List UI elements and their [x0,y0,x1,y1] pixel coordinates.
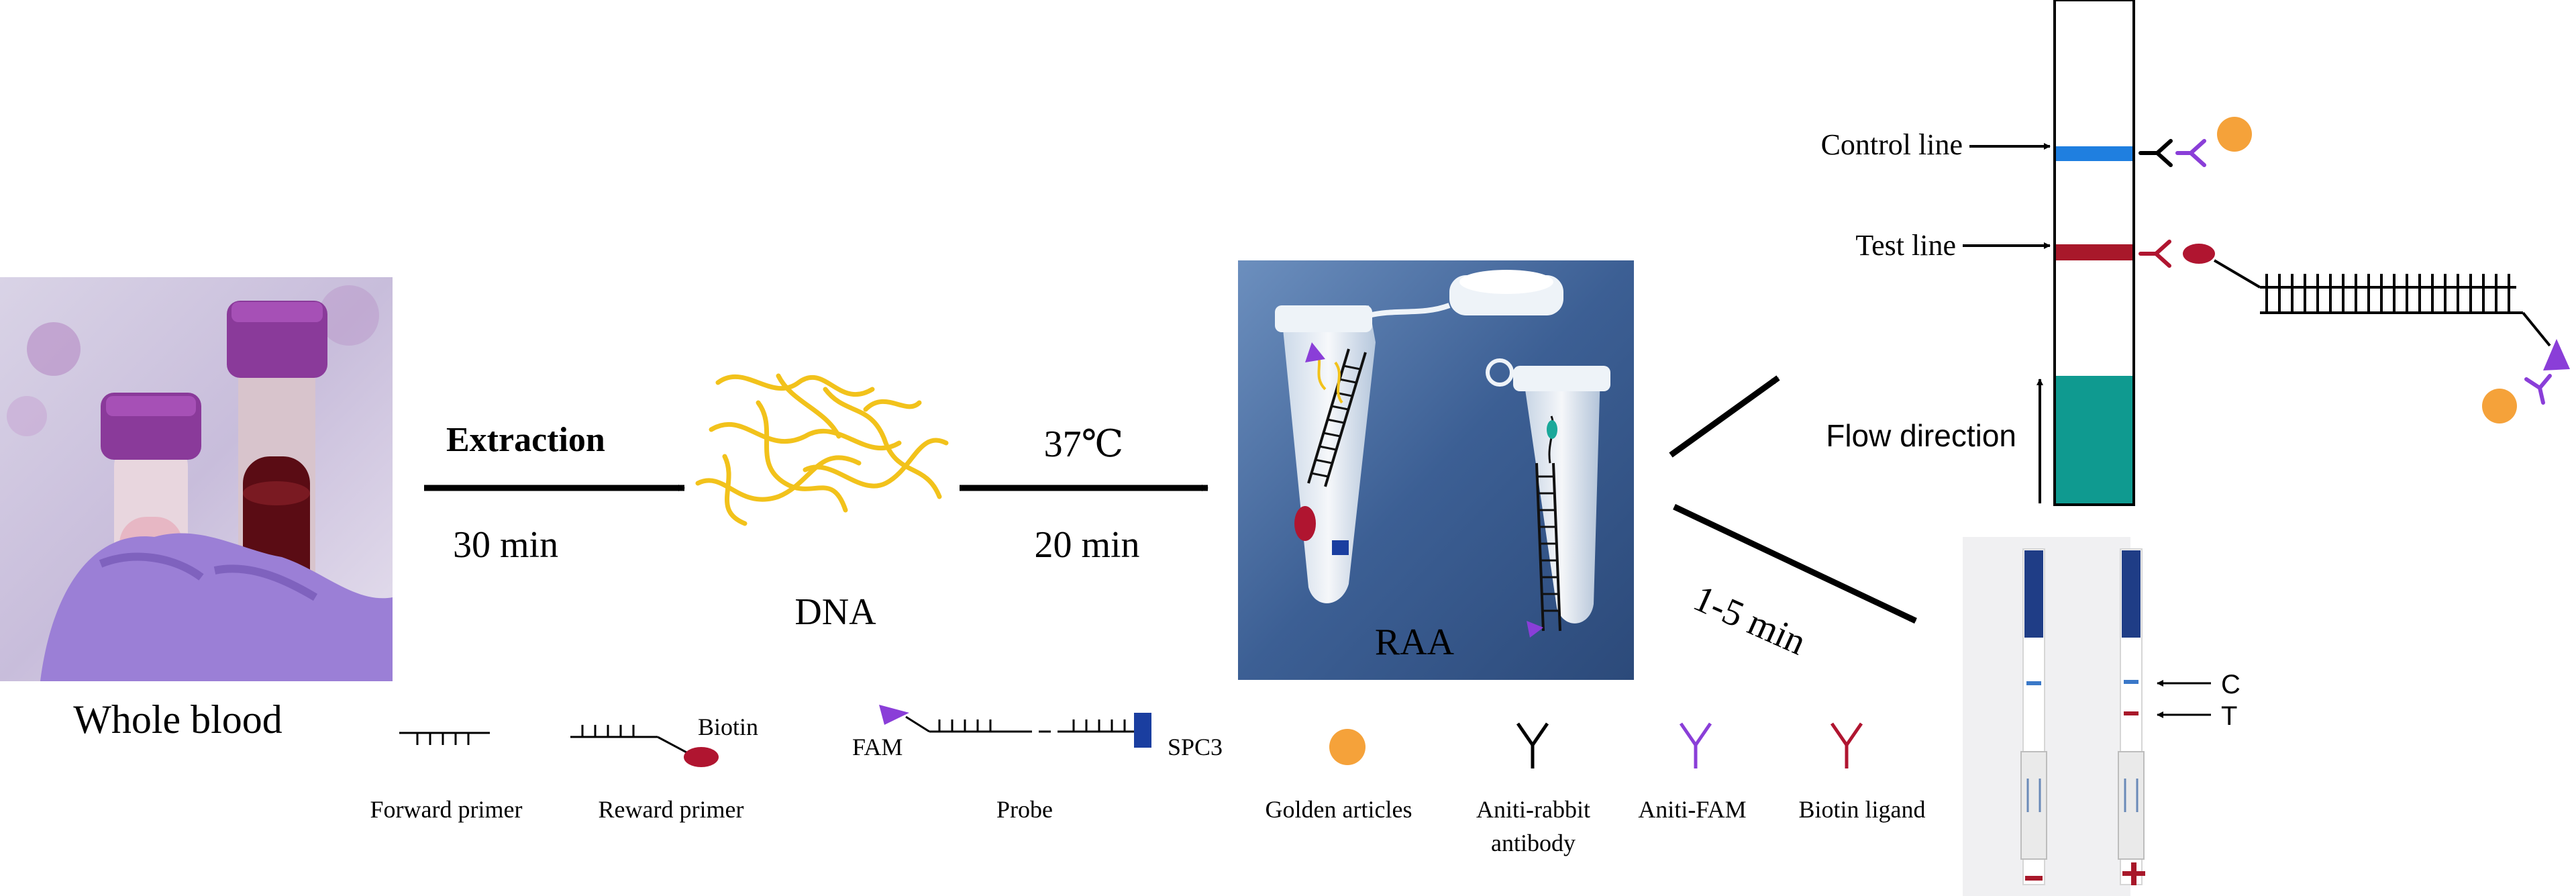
test-line [2056,244,2132,260]
spc3-label: SPC3 [1168,734,1223,760]
to-photo-strip-arrow [1673,503,1917,624]
anti-rabbit-label-line1: Aniti-rabbit [1476,796,1590,823]
positive-sign [2122,862,2145,885]
control-line [2056,146,2132,161]
forward-primer-symbol [399,732,490,745]
biotin-ligand-label: Biotin ligand [1799,796,1926,823]
test-anti-fam [2524,374,2552,405]
extraction-label: Extraction [446,421,605,459]
control-line-complex [2139,139,2206,167]
anti-fam-icon [1679,722,1712,768]
test-amplicon-tail [2213,259,2261,289]
test-gold-particle [2482,389,2517,424]
probe-label: Probe [996,796,1053,823]
test-amplicon-ladder [2260,274,2551,347]
biotin-ligand-icon [1830,722,1863,768]
dna-label: DNA [794,591,876,633]
negative-sign [2025,876,2043,881]
fam-label: FAM [852,734,903,760]
test-fam-label [2543,339,2570,370]
to-schematic-arrow [1669,375,1780,458]
test-line-label: Test line [1855,229,1956,262]
extraction-time: 30 min [453,524,558,566]
whole-blood-caption: Whole blood [73,697,282,742]
golden-articles-icon [1329,729,1366,765]
raa-tubes-photo [1238,260,1634,680]
anti-rabbit-icon [1516,722,1549,768]
c-label: C [2221,670,2240,699]
reward-primer-label: Reward primer [599,796,744,823]
probe-symbol [905,715,1134,733]
biotin-label: Biotin [698,713,758,740]
flow-direction-label: Flow direction [1826,418,2016,453]
golden-articles-label: Golden articles [1266,796,1412,823]
probe-fam-icon [879,705,909,725]
dna-strands [695,373,949,526]
forward-primer-label: Forward primer [370,796,523,823]
control-gold-particle [2217,117,2252,152]
test-biotin [2183,244,2215,264]
raa-label: RAA [1375,621,1455,663]
control-line-label: Control line [1821,128,1963,161]
t-label: T [2221,701,2237,731]
temperature-label: 37℃ [1044,424,1124,465]
reward-primer-symbol [570,725,688,754]
anti-rabbit-label-line2: antibody [1491,830,1576,856]
test-strip-photo [1963,537,2145,896]
incubation-time: 20 min [1034,524,1139,566]
whole-blood-photo [0,277,393,681]
anti-fam-label: Aniti-FAM [1638,796,1746,823]
conjugate-pad [2056,376,2132,503]
lateral-flow-strip [2053,0,2135,506]
probe-spc3-block [1134,713,1151,748]
test-line-complex [2139,240,2171,268]
reward-primer-biotin [684,747,719,767]
readout-time: 1-5 min [1688,577,1812,663]
